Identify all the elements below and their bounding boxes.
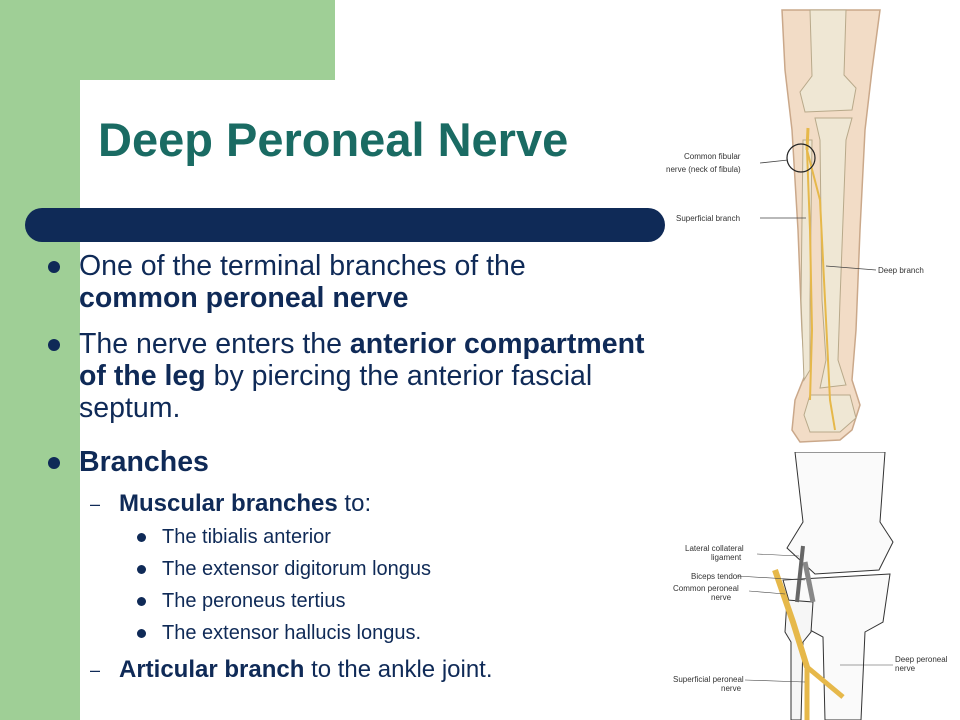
muscle-name: The extensor hallucis longus. [162, 622, 422, 644]
label-common-peroneal: Common peroneal [673, 584, 739, 593]
bullet-dot [48, 339, 60, 351]
label-superficial-branch: Superficial branch [676, 214, 740, 223]
sub-bullet-text: to the ankle joint. [311, 656, 493, 683]
muscle-item: The peroneus tertius [137, 589, 346, 613]
collateral-ligament [795, 545, 805, 603]
common-fibular-nerve [805, 127, 810, 151]
bullet-text: One of the terminal branches of the [79, 250, 526, 282]
sub-bullet-text: to: [344, 490, 372, 517]
bullet-terminal-branches: One of the terminal branches of the comm… [48, 250, 669, 314]
common-peroneal-nerve [772, 569, 810, 668]
sub-bullet-bold: Muscular branches [119, 490, 338, 517]
bullet-dot [48, 261, 60, 273]
bullet-bold-text: common peroneal nerve [79, 282, 409, 314]
bullet-dot [48, 457, 60, 469]
left-green-band [0, 0, 80, 720]
label-deep-peroneal-2: nerve [895, 664, 916, 673]
dash-marker: – [90, 494, 101, 514]
muscle-item: The extensor digitorum longus [137, 557, 432, 581]
bullet-anterior-compartment: The nerve enters the anterior compartmen… [48, 328, 679, 424]
label-lateral-collateral: Lateral collateral [685, 544, 744, 553]
leg-anatomy-figure: Common fibular nerve (neck of fibula) Su… [666, 9, 924, 443]
biceps-tendon [802, 561, 816, 603]
femur-end [786, 452, 894, 575]
deep-peroneal-nerve [805, 665, 845, 699]
superficial-branch-nerve [806, 149, 814, 401]
label-superficial-peroneal-2: nerve [721, 684, 742, 693]
fibula-neck-circle [786, 143, 816, 173]
bullet-dot [137, 629, 146, 638]
fibula-end [784, 599, 814, 720]
muscle-name: The tibialis anterior [162, 526, 331, 548]
label-deep-branch: Deep branch [878, 266, 924, 275]
muscle-name: The extensor digitorum longus [162, 558, 432, 580]
muscle-item: The tibialis anterior [137, 525, 331, 549]
muscle-item: The extensor hallucis longus. [137, 621, 422, 645]
bullet-branches: Branches [48, 446, 209, 478]
knee-anatomy-figure: Lateral collateral ligament Biceps tendo… [665, 452, 960, 720]
label-common-fibular-2: nerve (neck of fibula) [666, 165, 741, 174]
bullet-dot [137, 597, 146, 606]
label-common-fibular: Common fibular [684, 152, 741, 161]
bullet-text: The nerve enters the [79, 328, 342, 360]
title-underline-bar [25, 208, 665, 242]
dash-marker: – [90, 660, 101, 680]
bullet-dot [137, 533, 146, 542]
foot-bones [803, 394, 857, 433]
femur-bone [799, 9, 857, 113]
sub-bullet-articular: – Articular branch to the ankle joint. [90, 656, 493, 684]
sub-bullet-muscular: – Muscular branches to: [90, 490, 372, 518]
top-green-band [0, 0, 335, 80]
muscle-name: The peroneus tertius [162, 590, 346, 612]
bullet-bold-text: anterior compartment of the leg [79, 328, 645, 392]
slide-title: Deep Peroneal Nerve [98, 113, 569, 166]
sub-bullet-bold: Articular branch [119, 656, 305, 683]
label-common-peroneal-2: nerve [711, 593, 732, 602]
label-biceps-tendon: Biceps tendon [691, 572, 742, 581]
label-lateral-collateral-2: ligament [711, 553, 742, 562]
bullet-bold-text: Branches [79, 446, 209, 478]
deep-branch-nerve [806, 149, 836, 431]
label-deep-peroneal: Deep peroneal [895, 655, 948, 664]
bullet-dot [137, 565, 146, 574]
bullet-text: by piercing the anterior fascial septum. [79, 360, 593, 424]
label-superficial-peroneal: Superficial peroneal [673, 675, 744, 684]
